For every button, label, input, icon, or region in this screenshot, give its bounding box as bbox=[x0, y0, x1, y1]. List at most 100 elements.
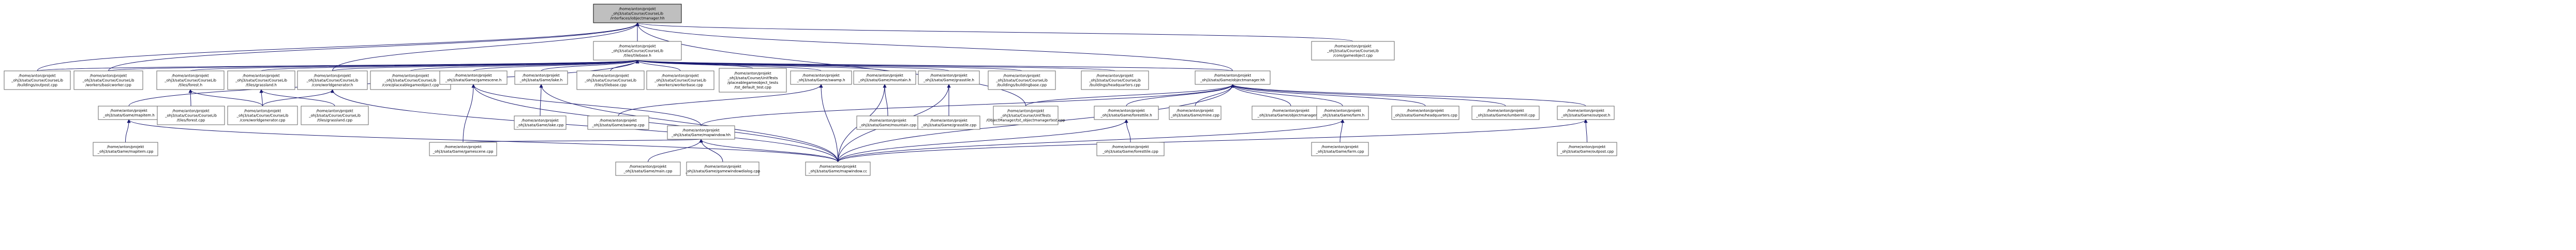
file-node-label: /home/anton/projekt bbox=[1567, 109, 1604, 113]
file-node-label: _ohj3/sata/Game/lake.h bbox=[519, 78, 563, 82]
file-node[interactable]: /home/anton/projekt_ohj3/sata/Course/Cou… bbox=[576, 70, 645, 90]
edge-n_mountain_h-to-n_mountain_cpp bbox=[883, 84, 888, 116]
file-node[interactable]: /home/anton/projekt_ohj3/sata/Game/fores… bbox=[1094, 106, 1159, 120]
file-node[interactable]: /home/anton/projekt_ohj3/sata/Game/grass… bbox=[918, 70, 980, 85]
file-node-label: /home/anton/projekt bbox=[107, 145, 144, 149]
file-node-label: _ohj3/sata/Game/mapitem.cpp bbox=[97, 150, 154, 154]
file-node[interactable]: /home/anton/projekt_ohj3/sata/Course/Cou… bbox=[1311, 41, 1395, 61]
file-node-label: _ohj3/sata/Course/CourseLib bbox=[165, 114, 217, 118]
edge-n_farm_h-to-n_mapwindow_cc bbox=[838, 119, 1345, 163]
file-node-box bbox=[576, 70, 645, 90]
file-node-label: /home/anton/projekt bbox=[600, 119, 637, 123]
file-node[interactable]: /home/anton/projekt_ohj3/sata/Game/farm.… bbox=[1316, 106, 1369, 120]
file-node[interactable]: /home/anton/projekt_ohj3/sata/Course/Cou… bbox=[301, 106, 369, 125]
file-node[interactable]: /home/anton/projekt_ohj3/sata/Course/Cou… bbox=[73, 70, 143, 90]
file-node[interactable]: /home/anton/projekt_ohj3/sata/Course/Cou… bbox=[157, 106, 225, 125]
file-node-label: _ohj3/sata/Game/mapwindow.cc bbox=[808, 169, 867, 173]
file-node-box bbox=[853, 70, 916, 85]
file-node-label: _ohj3/sata/Course/CourseLib bbox=[11, 79, 63, 83]
file-node[interactable]: /home/anton/projekt_ohj3/sata/Game/mapit… bbox=[93, 142, 158, 156]
file-node[interactable]: /home/anton/projekt_ohj3/sata/Game/mine.… bbox=[1169, 106, 1222, 120]
file-node[interactable]: /home/anton/projekt_ohj3/sata/Course/Uni… bbox=[719, 68, 787, 93]
file-node[interactable]: /home/anton/projekt_ohj3/sata/Game/farm.… bbox=[1311, 142, 1369, 156]
file-node-label: /home/anton/projekt bbox=[172, 74, 209, 78]
file-node[interactable]: /home/anton/projekt_ohj3/sata/Course/Cou… bbox=[297, 70, 368, 90]
file-node-label: _ohj3/sata/Course/CourseLib bbox=[1089, 79, 1141, 83]
file-node-box bbox=[593, 4, 682, 23]
file-node[interactable]: /home/anton/projekt_ohj3/sata/Game/headq… bbox=[1391, 106, 1460, 120]
file-node-label: /home/anton/projekt bbox=[1334, 45, 1372, 49]
file-node[interactable]: /home/anton/projekt_ohj3/sata/Game/fores… bbox=[1096, 142, 1165, 156]
edge-n_worldgenerator_h-to-n_mapwindow_cc bbox=[331, 89, 838, 163]
file-node-label: /home/anton/projekt bbox=[1214, 73, 1252, 78]
file-node-label: _ohj3/sata/Course/CourseLib bbox=[164, 79, 216, 83]
edge-n_worldgenerator_h-to-n_worldgenerator_cpp bbox=[262, 89, 334, 107]
file-node-label: _ohj3/sata/Game/grasstile.cpp bbox=[921, 123, 977, 127]
file-node[interactable]: /home/anton/projekt_ohj3/sata/Course/Cou… bbox=[593, 41, 682, 61]
file-node-box bbox=[297, 70, 368, 90]
file-node[interactable]: /home/anton/projekt_ohj3/sata/Game/lumbe… bbox=[1471, 106, 1540, 120]
file-node[interactable]: /home/anton/projekt_ohj3/sata/Course/Cou… bbox=[227, 106, 298, 125]
file-node[interactable]: /home/anton/projekt_ohj3/sata/Game/gamew… bbox=[685, 161, 761, 176]
file-node-box bbox=[1195, 70, 1271, 85]
file-node-label: /tiles/grassland.h bbox=[246, 83, 277, 87]
file-node[interactable]: /home/anton/projekt_ohj3/sata/Game/mapwi… bbox=[667, 125, 735, 140]
file-node[interactable]: /home/anton/projekt_ohj3/sata/Game/objec… bbox=[1195, 70, 1271, 85]
file-node-label: /home/anton/projekt bbox=[869, 119, 906, 123]
edge-n_grassland_h-to-n_worldgenerator_cpp bbox=[259, 89, 263, 107]
file-node[interactable]: /home/anton/projekt_ohj3/sata/Game/mapit… bbox=[98, 106, 160, 120]
file-node[interactable]: /home/anton/projekt_ohj3/sata/Game/swamp… bbox=[790, 70, 852, 85]
file-node[interactable]: /home/anton/projekt_ohj3/sata/Course/Cou… bbox=[988, 70, 1056, 90]
file-node[interactable]: /home/anton/projekt_ohj3/sata/Game/mount… bbox=[853, 70, 916, 85]
file-node[interactable]: /home/anton/projekt_ohj3/sata/Game/mapwi… bbox=[805, 161, 871, 176]
file-node-label: /home/anton/projekt bbox=[243, 74, 280, 78]
file-node-box bbox=[993, 106, 1059, 125]
file-node-box bbox=[1094, 106, 1159, 120]
file-node-box bbox=[514, 115, 567, 130]
file-node[interactable]: /home/anton/projekt_ohj3/sata/Course/Cou… bbox=[1081, 70, 1149, 90]
file-node[interactable]: /home/anton/projekt_ohj3/sata/Game/swamp… bbox=[587, 115, 649, 130]
file-node-label: _ohj3/sata/Game/mapwindow.hh bbox=[671, 133, 731, 137]
file-node[interactable]: /home/anton/projekt_ohj3/sata/Course/Cou… bbox=[646, 70, 714, 90]
file-node-label: /home/anton/projekt bbox=[316, 109, 353, 113]
file-node-label: /home/anton/projekt bbox=[630, 165, 667, 169]
edge-n_foresttile_h-to-n_mapwindow_cc bbox=[838, 119, 1128, 163]
edge-n_tilebase_h-to-n_forest_h bbox=[190, 60, 639, 71]
file-node[interactable]: /home/anton/projekt_ohj3/sata/Game/outpo… bbox=[1557, 142, 1617, 156]
edge-n_root-to-n_lib_outpost_cpp bbox=[37, 22, 639, 71]
file-node-label: _ohj3/sata/Game/headquarters.cpp bbox=[1393, 113, 1457, 117]
file-node-box bbox=[1311, 142, 1369, 156]
file-node-label: /home/anton/projekt bbox=[592, 74, 629, 78]
file-node-box bbox=[593, 41, 682, 61]
file-node-label: /home/anton/projekt bbox=[930, 73, 967, 78]
file-node[interactable]: /home/anton/projekt_ohj3/sata/Course/Cou… bbox=[227, 70, 295, 90]
file-node-label: /home/anton/projekt bbox=[1003, 74, 1040, 78]
file-node-label: /tst_default_test.cpp bbox=[734, 85, 771, 90]
file-node[interactable]: /home/anton/projekt_ohj3/sata/Course/Cou… bbox=[4, 70, 71, 90]
file-node-label: /workers/workerbase.cpp bbox=[658, 83, 703, 87]
file-node[interactable]: /home/anton/projekt_ohj3/sata/Course/Cou… bbox=[370, 70, 451, 90]
file-node-label: _ohj3/sata/Game/grasstile.h bbox=[923, 78, 974, 82]
file-node[interactable]: /home/anton/projekt_ohj3/sata/Game/lake.… bbox=[514, 70, 568, 85]
edge-n_mapwindow_hh-to-n_gamescene_cpp bbox=[463, 139, 703, 143]
file-node[interactable]: /home/anton/projekt_ohj3/sata/Game/games… bbox=[429, 142, 497, 156]
file-node-box bbox=[1316, 106, 1369, 120]
file-node-label: /home/anton/projekt bbox=[1177, 109, 1214, 113]
file-node[interactable]: /home/anton/projekt_ohj3/sata/Game/games… bbox=[439, 70, 508, 85]
file-node[interactable]: /home/anton/projekt_ohj3/sata/Course/Cou… bbox=[593, 4, 682, 23]
file-node-box bbox=[157, 106, 225, 125]
file-node-label: /home/anton/projekt bbox=[1007, 109, 1045, 113]
file-node[interactable]: /home/anton/projekt_ohj3/sata/Course/Uni… bbox=[986, 106, 1065, 125]
file-node[interactable]: /home/anton/projekt_ohj3/sata/Game/outpo… bbox=[1557, 106, 1615, 120]
file-node-label: _ohj3/sata/Game/outpost.h bbox=[1561, 113, 1611, 117]
file-node-label: /home/anton/projekt bbox=[444, 145, 482, 149]
file-node[interactable]: /home/anton/projekt_ohj3/sata/Game/main.… bbox=[615, 161, 681, 176]
file-node[interactable]: /home/anton/projekt_ohj3/sata/Game/mount… bbox=[856, 115, 919, 130]
file-node-label: /home/anton/projekt bbox=[734, 71, 771, 76]
file-node[interactable]: /home/anton/projekt_ohj3/sata/Course/Cou… bbox=[156, 70, 225, 90]
file-node-label: /core/worldgenerator.h bbox=[312, 83, 353, 87]
edge-n_swamp_h-to-n_mapwindow_cc bbox=[819, 84, 838, 163]
file-node-box bbox=[93, 142, 158, 156]
file-node[interactable]: /home/anton/projekt_ohj3/sata/Game/lake.… bbox=[514, 115, 567, 130]
file-node[interactable]: /home/anton/projekt_ohj3/sata/Game/grass… bbox=[917, 115, 980, 130]
